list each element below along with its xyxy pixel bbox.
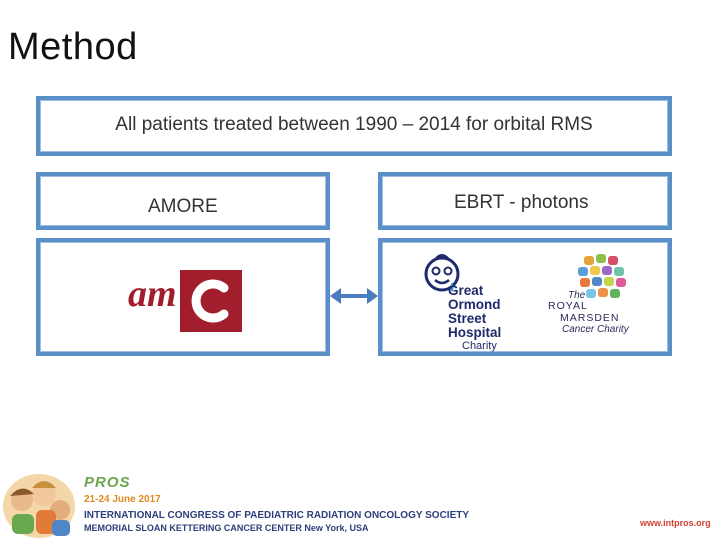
royal-marsden-royal: ROYAL [548,300,588,312]
amore-box-label: AMORE [148,196,218,217]
gosh-logo-text: Great Ormond Street Hospital [448,284,501,340]
footer-congress: INTERNATIONAL CONGRESS OF PAEDIATRIC RAD… [84,510,470,521]
amc-logo-icon [180,270,242,332]
amc-logo-box: am [36,238,330,356]
page-title: Method [8,26,138,68]
partner-logos-box: Great Ormond Street Hospital Charity The… [378,238,672,356]
gosh-charity-text: Charity [462,340,497,352]
gosh-word: Hospital [448,325,502,340]
patients-box: All patients treated between 1990 – 2014… [36,96,672,156]
patients-box-label: All patients treated between 1990 – 2014… [115,114,593,135]
royal-marsden-the: The [568,290,586,301]
amc-logo-text: am [128,273,177,315]
amore-box: AMORE [36,172,330,230]
royal-marsden-tagline: Cancer Charity [562,324,629,335]
gosh-word: Street [448,311,487,326]
royal-marsden-mosaic-icon [578,254,626,298]
footer-location: MEMORIAL SLOAN KETTERING CANCER CENTER N… [84,523,369,533]
footer-pros-logo: PROS [84,474,131,491]
gosh-child-face-icon [424,254,460,292]
gosh-word: Ormond [448,297,501,312]
royal-marsden-marsden: MARSDEN [560,312,620,324]
bidirectional-arrow-icon [330,288,378,304]
footer-date: 21-24 June 2017 [84,494,161,505]
ebrt-box: EBRT - photons [378,172,672,230]
footer-website: www.intpros.org [640,518,711,528]
children-photo-icon [3,474,75,538]
ebrt-box-label: EBRT - photons [454,192,589,213]
gosh-word: Great [448,283,484,298]
